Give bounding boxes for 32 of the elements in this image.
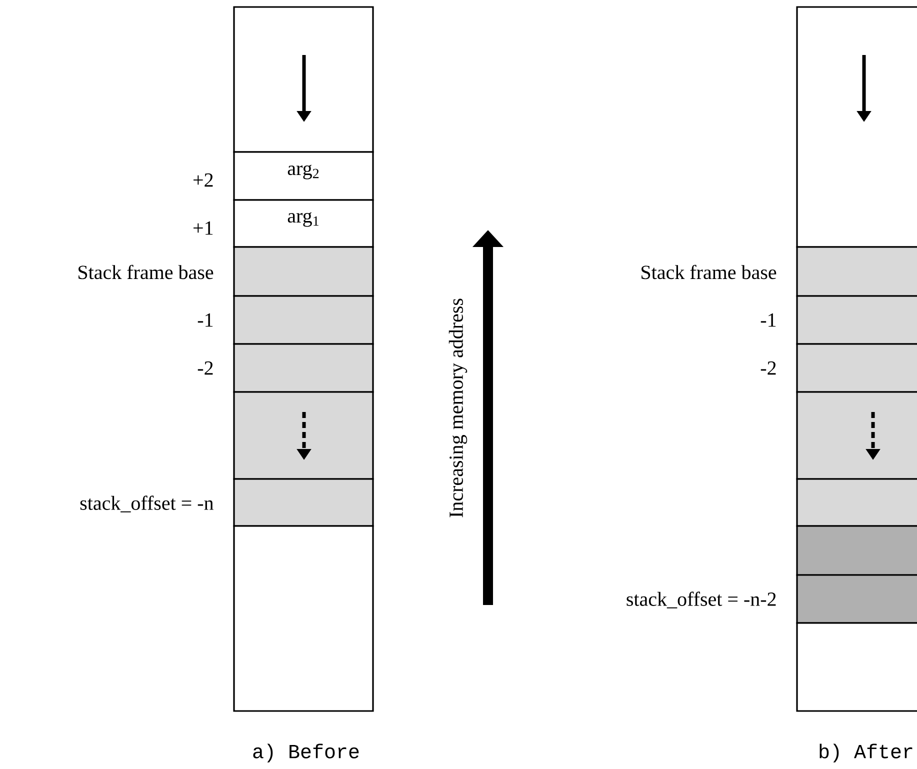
offset-label: Stack frame base bbox=[78, 264, 214, 280]
stack-cell bbox=[796, 525, 917, 576]
stack-cell bbox=[796, 391, 917, 480]
stack-cell bbox=[796, 246, 917, 297]
stack-cell bbox=[233, 391, 374, 480]
stack-cell bbox=[233, 525, 374, 712]
caption: a) Before bbox=[253, 744, 359, 762]
offset-label: -1 bbox=[760, 313, 776, 327]
offset-label: stack_offset = -n bbox=[80, 496, 214, 512]
offset-label: -1 bbox=[198, 313, 213, 327]
stack-cell bbox=[796, 478, 917, 527]
stack-cell bbox=[796, 622, 917, 712]
stack-cell bbox=[233, 151, 374, 201]
stack-cell bbox=[233, 343, 374, 393]
stack-cell bbox=[796, 295, 917, 345]
offset-label: -2 bbox=[760, 361, 776, 375]
stack-cell bbox=[796, 6, 917, 248]
stack-cell bbox=[233, 295, 374, 345]
stack-cell bbox=[233, 246, 374, 297]
offset-label: stack_offset = -n-2 bbox=[626, 592, 776, 608]
axis-label: Increasing memory address bbox=[448, 298, 468, 518]
stack-cell bbox=[796, 343, 917, 393]
offset-label: Stack frame base bbox=[642, 264, 776, 280]
cell-text: arg$_{2}$ bbox=[288, 164, 319, 180]
offset-label: -2 bbox=[198, 361, 213, 375]
stack-cell bbox=[233, 199, 374, 248]
cell-text: arg$_{1}$ bbox=[288, 212, 318, 227]
offset-label: +1 bbox=[194, 221, 213, 235]
stack-cell bbox=[796, 574, 917, 624]
offset-label: +2 bbox=[194, 173, 213, 187]
stack-cell bbox=[233, 478, 374, 527]
caption: b) After bbox=[820, 744, 912, 762]
